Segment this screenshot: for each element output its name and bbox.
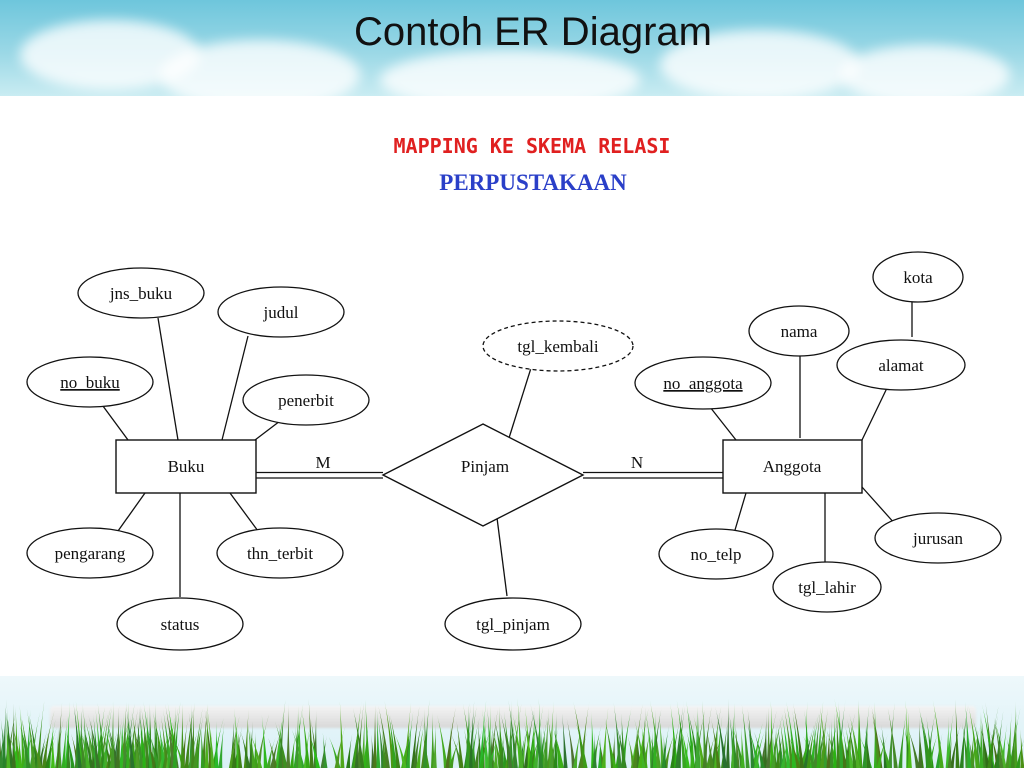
attribute-tgl-kembali: tgl_kembali (482, 320, 634, 372)
cloud-decoration (840, 45, 1010, 96)
svg-text:tgl_lahir: tgl_lahir (798, 578, 856, 597)
attribute-tgl-pinjam: tgl_pinjam (444, 597, 582, 651)
attribute-status: status (116, 597, 244, 651)
attribute-nama: nama (748, 305, 850, 357)
svg-text:alamat: alamat (878, 356, 924, 375)
svg-text:tgl_pinjam: tgl_pinjam (476, 615, 550, 634)
svg-text:thn_terbit: thn_terbit (247, 544, 313, 563)
svg-text:judul: judul (263, 303, 299, 322)
er-diagram: MAPPING KE SKEMA RELASI PERPUSTAKAAN Buk… (26, 134, 1002, 651)
cloud-decoration (160, 40, 360, 96)
diagram-heading-perpustakaan: PERPUSTAKAAN (439, 170, 627, 195)
attribute-judul: judul (217, 286, 345, 338)
attribute-no-telp: no_telp (658, 528, 774, 580)
svg-text:jns_buku: jns_buku (109, 284, 173, 303)
attribute-kota: kota (872, 251, 964, 303)
connector-lines (99, 302, 913, 597)
cardinality-n: N (631, 453, 643, 472)
attribute-penerbit: penerbit (242, 374, 370, 426)
grass-decoration (0, 698, 1024, 768)
svg-text:kota: kota (903, 268, 933, 287)
attribute-tgl-lahir: tgl_lahir (772, 561, 882, 613)
relationship-pinjam-label: Pinjam (461, 457, 509, 476)
relationship-pinjam: Pinjam (381, 423, 585, 527)
attribute-no-anggota: no_anggota (634, 356, 772, 410)
svg-text:status: status (161, 615, 200, 634)
cardinality-m: M (315, 453, 330, 472)
primary-key-no-anggota: no_anggota (663, 374, 743, 393)
primary-key-no-buku: no_buku (60, 373, 120, 392)
cloud-decoration (380, 50, 640, 96)
entity-anggota-label: Anggota (763, 457, 822, 476)
attribute-alamat: alamat (836, 339, 966, 391)
attribute-no-buku: no_buku (26, 356, 154, 408)
svg-text:nama: nama (781, 322, 818, 341)
entity-anggota: Anggota (722, 439, 863, 494)
header-banner: Contoh ER Diagram (0, 0, 1024, 96)
svg-text:no_telp: no_telp (691, 545, 742, 564)
svg-text:penerbit: penerbit (278, 391, 334, 410)
footer-bar (50, 706, 976, 728)
entity-buku: Buku (115, 439, 257, 494)
diagram-heading-mapping: MAPPING KE SKEMA RELASI (394, 134, 671, 158)
svg-text:tgl_kembali: tgl_kembali (517, 337, 598, 356)
attribute-jurusan: jurusan (874, 512, 1002, 564)
footer-grass (0, 676, 1024, 768)
entity-buku-label: Buku (168, 457, 205, 476)
attribute-jns-buku: jns_buku (77, 267, 205, 319)
cloud-decoration (660, 30, 860, 96)
svg-text:jurusan: jurusan (912, 529, 964, 548)
svg-text:pengarang: pengarang (55, 544, 126, 563)
slide-title: Contoh ER Diagram (354, 10, 712, 54)
attribute-thn-terbit: thn_terbit (216, 527, 344, 579)
attribute-pengarang: pengarang (26, 527, 154, 579)
